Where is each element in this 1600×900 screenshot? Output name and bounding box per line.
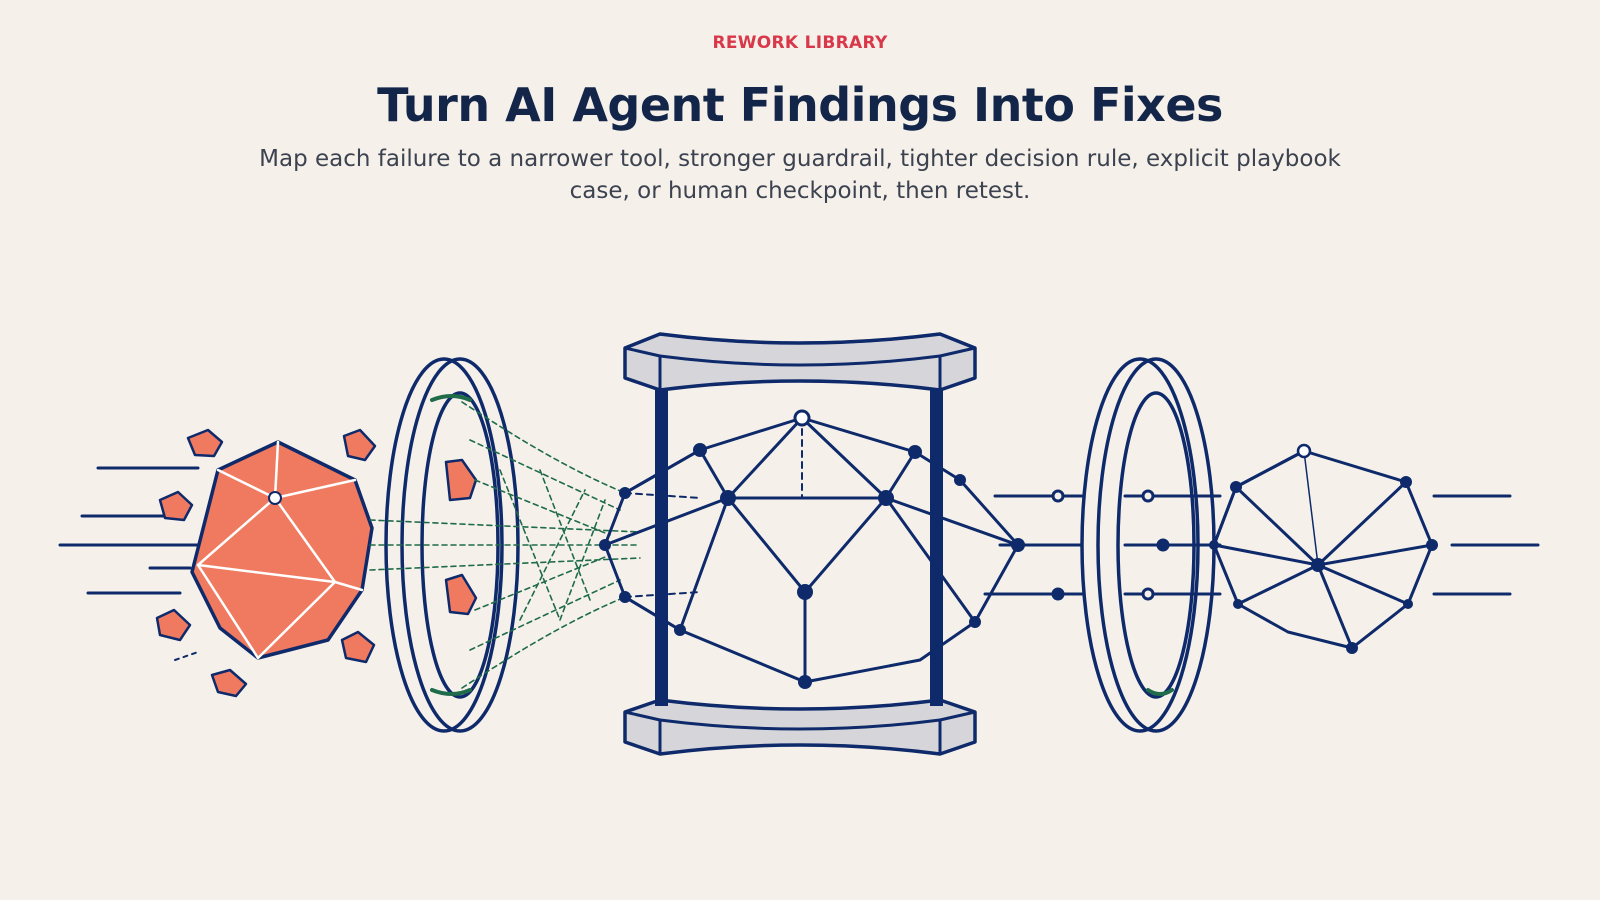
funnel-mesh	[369, 401, 641, 689]
fragment-icons	[155, 428, 377, 698]
eyebrow-label: REWORK LIBRARY	[712, 33, 888, 53]
speed-lines-right	[1432, 494, 1540, 596]
clean-polyhedron-icon	[1209, 443, 1438, 654]
connector-lines	[983, 489, 1092, 601]
broken-polyhedron-icon	[155, 428, 377, 698]
decision-lattice-icon	[599, 409, 1025, 689]
page-subtitle: Map each failure to a narrower tool, str…	[259, 146, 1341, 204]
rework-illustration	[58, 332, 1540, 756]
output-ring-icon	[1080, 357, 1222, 733]
page-title: Turn AI Agent Findings Into Fixes	[377, 78, 1223, 132]
structured-frame-icon	[623, 332, 977, 756]
